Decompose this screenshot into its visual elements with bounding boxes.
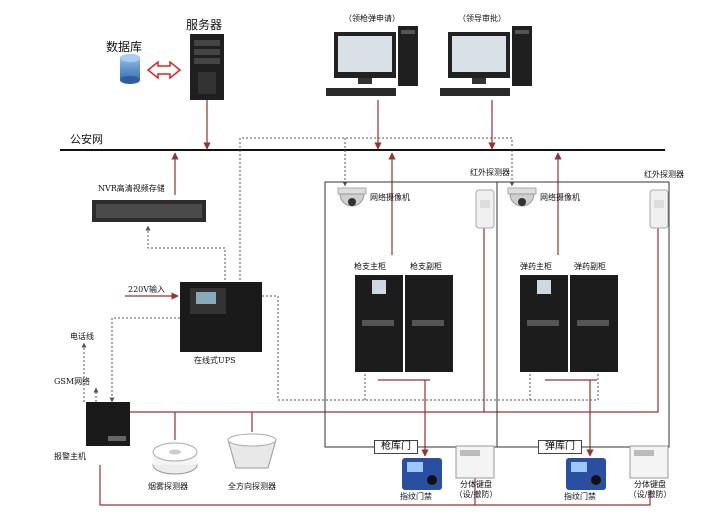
finger-right-icon [566, 458, 606, 490]
ups-icon [180, 282, 262, 352]
label-ir-left: 红外探测器 [470, 168, 510, 177]
label-ammo-main: 弹药主柜 [520, 262, 552, 271]
database-icon [120, 54, 140, 84]
nvr-icon [92, 200, 206, 222]
label-pc-apply: （领枪弹申请） [344, 14, 400, 23]
wire-bottom [99, 465, 651, 506]
gun-sub-cabinet-icon [405, 275, 453, 372]
label-finger-left: 指纹门禁 [400, 492, 432, 501]
omni-detector-icon [227, 433, 277, 469]
keypad-right-icon [629, 445, 669, 479]
label-cam-left: 网络摄像机 [370, 193, 410, 202]
ir-right-icon [649, 189, 669, 229]
ammo-sub-cabinet-icon [570, 275, 618, 372]
gun-main-cabinet-icon [355, 275, 403, 372]
label-220v: 220V输入 [128, 285, 166, 294]
label-nvr: NVR高清视频存储 [98, 184, 165, 193]
gun-door: 枪库门 [374, 440, 418, 454]
label-finger-right: 指纹门禁 [564, 492, 596, 501]
wire-ups-nvr [145, 225, 226, 280]
db-server-arrow [146, 60, 182, 80]
wire-ups-bus [239, 137, 513, 280]
alarm-host-icon [86, 402, 130, 446]
label-omni: 全方向探测器 [228, 482, 276, 491]
label-ups: 在线式UPS [194, 356, 236, 365]
label-ir-right: 红外探测器 [644, 170, 684, 179]
label-pc-approve: （领导审批） [458, 14, 506, 23]
label-server: 服务器 [186, 18, 223, 32]
label-smoke: 烟雾探测器 [148, 482, 188, 491]
camera-right-icon [507, 187, 537, 207]
pc-approve-icon [440, 26, 532, 96]
label-gun-main: 枪支主柜 [354, 262, 386, 271]
label-gsm: GSM网络 [54, 377, 91, 386]
label-cam-right: 网络摄像机 [540, 193, 580, 202]
ammo-main-cabinet-icon [520, 275, 568, 372]
wire-alarm-bus [130, 228, 659, 413]
ir-left-icon [475, 189, 495, 229]
label-ammo-sub: 弹药副柜 [574, 262, 606, 271]
ammo-room-frame [496, 181, 670, 448]
label-keypad-right: 分体键盘 （设/撤防） [628, 480, 672, 499]
finger-left-icon [402, 458, 442, 490]
smoke-detector-icon [152, 442, 198, 475]
pc-apply-icon [326, 26, 418, 96]
wire-ups-right [262, 295, 599, 401]
label-keypad-left: 分体键盘 （设/撤防） [454, 480, 498, 499]
label-network: 公安网 [70, 133, 103, 146]
label-phone: 电话线 [70, 332, 94, 341]
server-icon [190, 34, 224, 100]
label-gun-sub: 枪支副柜 [410, 262, 442, 271]
label-alarm-host: 报警主机 [54, 452, 86, 461]
camera-left-icon [337, 187, 367, 207]
keypad-left-icon [455, 445, 495, 479]
label-database: 数据库 [106, 40, 143, 54]
ammo-door: 弹库门 [538, 440, 582, 454]
wire-ups-alarm [109, 317, 180, 403]
